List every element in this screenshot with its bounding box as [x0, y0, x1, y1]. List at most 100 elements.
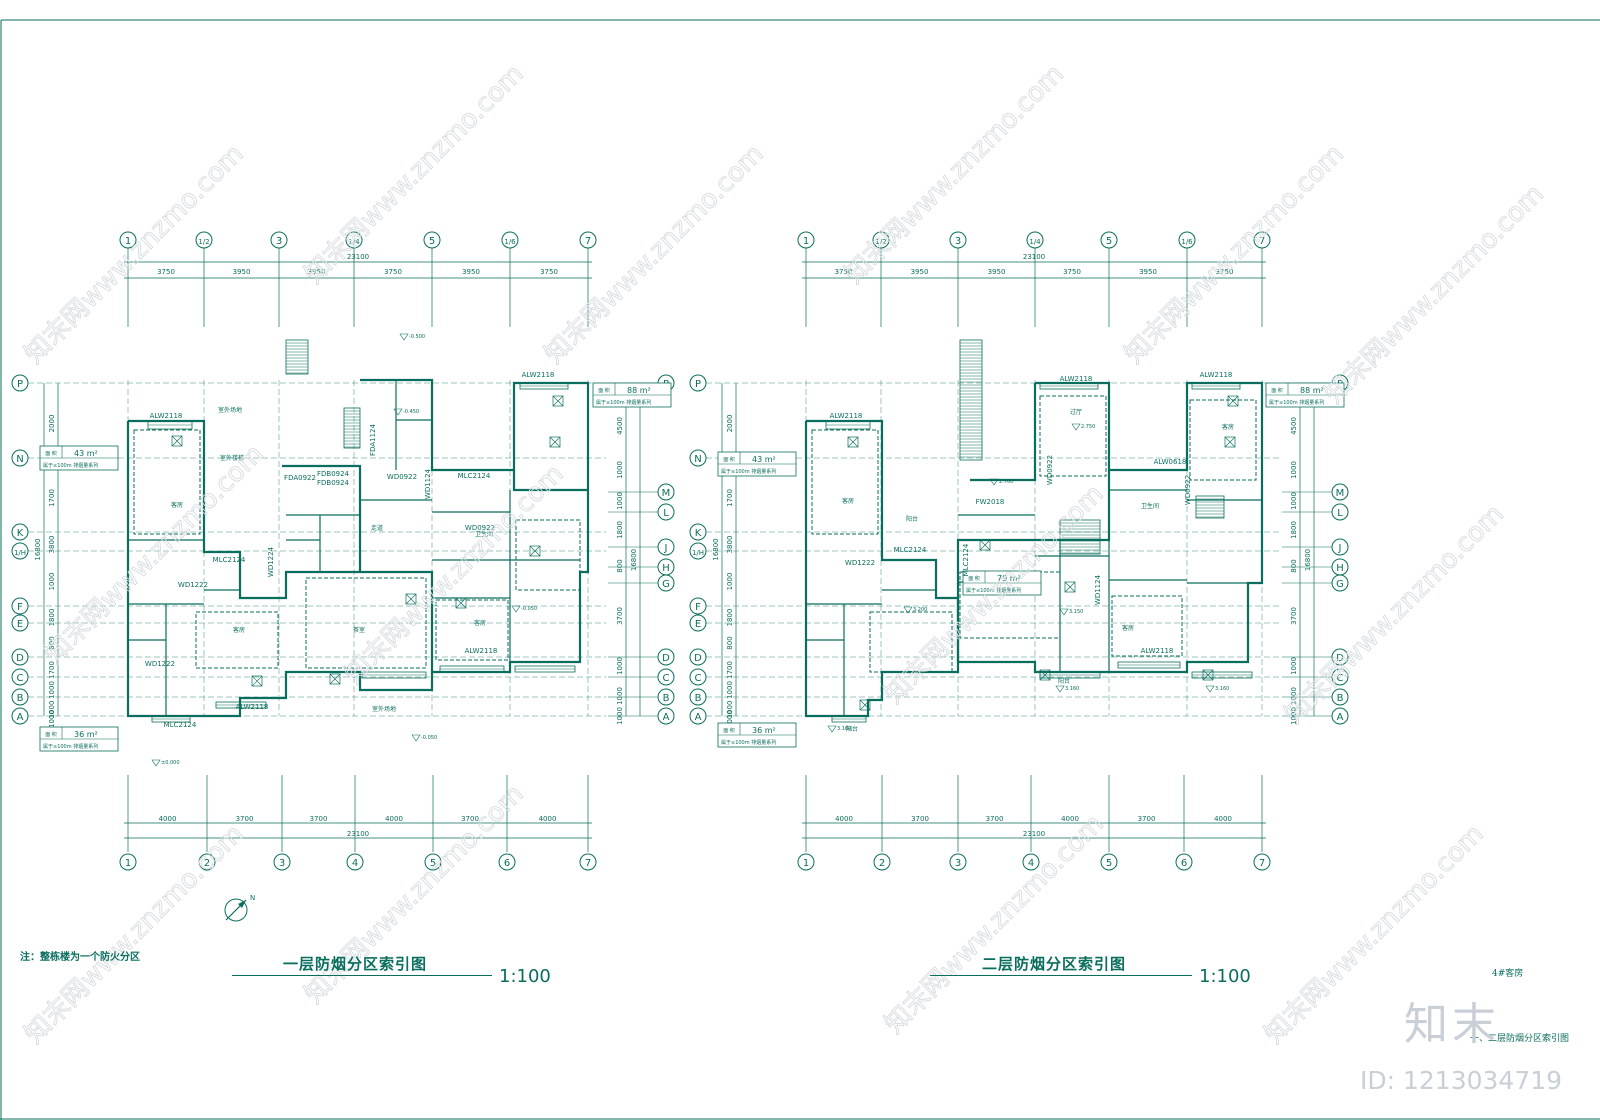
- level-value: 3.160: [1065, 686, 1079, 692]
- left-dim: 1000: [48, 681, 56, 699]
- left-axis-bubble-label: B: [17, 693, 24, 704]
- smoke-vent-cross: [1224, 436, 1236, 448]
- element-label: WD1224: [267, 546, 275, 577]
- smoke-vent-cross: [529, 545, 541, 557]
- right-dim: 800: [616, 559, 624, 572]
- bottom-axis-bubble: [949, 853, 967, 871]
- watermark-text: 知末网www.znzmo.com: [19, 819, 250, 1050]
- bottom-axis-bubble: [498, 853, 516, 871]
- smoke-vent: [455, 597, 467, 609]
- element-label: MLC2124: [894, 546, 927, 554]
- smoke-vent: [1202, 669, 1214, 681]
- bottom-axis-bubble: [424, 853, 442, 871]
- bottom-axis-bubble-label: 1: [803, 858, 809, 869]
- right-dim: 1000: [1290, 492, 1298, 510]
- area-note: 属于≤100m 排烟量系列: [1269, 399, 1324, 406]
- bottom-axis-bubble-label: 7: [1259, 858, 1265, 869]
- left-axis-bubble-label: D: [694, 653, 702, 664]
- element-label: ALW2118: [465, 647, 498, 655]
- stair: [1195, 495, 1225, 519]
- room-name: 室外场地: [372, 705, 396, 713]
- right-axis-bubble-label: B: [663, 693, 670, 704]
- top-dim: 3750: [1216, 268, 1234, 276]
- bottom-axis-bubble: [1175, 853, 1193, 871]
- top-dim: 3950: [911, 268, 929, 276]
- project-name: 4#客房: [1492, 969, 1524, 979]
- bottom-dim: 3700: [461, 815, 479, 823]
- right-dim: 1000: [1290, 707, 1298, 725]
- left-dim: 1800: [48, 609, 56, 627]
- top-axis-bubble-label: 1: [125, 236, 131, 247]
- plan1-title-underline: [232, 975, 492, 976]
- left-axis-bubble-label: F: [17, 602, 23, 613]
- plan2-title: 二层防烟分区索引图: [982, 955, 1127, 973]
- left-dim: 1000: [726, 701, 734, 719]
- right-axis-bubble-label: M: [1336, 488, 1345, 499]
- bottom-dim: 4000: [835, 815, 853, 823]
- area-value: 88 m²: [1300, 386, 1324, 395]
- smoke-vent-cross: [455, 597, 467, 609]
- area-label: 面 积: [598, 387, 610, 394]
- element-label: ALW0618: [1154, 458, 1187, 466]
- left-axis-bubble-label: E: [695, 619, 701, 630]
- overall-dim-right: 16800: [1304, 549, 1312, 571]
- bottom-axis-bubble-label: 4: [352, 858, 358, 869]
- level-mark: [1059, 608, 1069, 616]
- smoke-zone-outline: [811, 429, 879, 535]
- left-dim: 2000: [48, 415, 56, 433]
- bottom-axis-bubble: [119, 853, 137, 871]
- smoke-vent: [251, 675, 263, 687]
- area-value: 79 m²: [997, 574, 1021, 583]
- top-dim: 3750: [157, 268, 175, 276]
- left-dim: 1000: [726, 710, 734, 728]
- stair: [343, 407, 361, 449]
- bottom-axis-bubble-label: 6: [504, 858, 510, 869]
- element-label: MLC2124: [213, 556, 246, 564]
- right-dim: 1000: [616, 687, 624, 705]
- bottom-dim: 3700: [1138, 815, 1156, 823]
- area-label: 面 积: [968, 575, 980, 582]
- room-name: 客房: [474, 619, 486, 627]
- bottom-dim: 3700: [986, 815, 1004, 823]
- building-wall: [126, 419, 434, 718]
- smoke-vent-cross: [549, 436, 561, 448]
- left-dim: 3800: [48, 536, 56, 554]
- smoke-vent: [859, 699, 871, 711]
- smoke-vent: [405, 593, 417, 605]
- room-name: 卫生间: [1141, 502, 1159, 510]
- smoke-vent: [979, 539, 991, 551]
- room-name: 客房: [1222, 423, 1234, 431]
- level-mark: [903, 606, 913, 614]
- top-dim: 3750: [1063, 268, 1081, 276]
- left-axis-bubble-label: K: [695, 528, 702, 539]
- room-name: 室外楼梯: [220, 454, 244, 462]
- level-mark: [1071, 423, 1081, 431]
- top-axis-bubble-label: 1/2: [198, 238, 209, 246]
- area-value: 36 m²: [752, 726, 776, 735]
- bottom-axis-bubble-label: 3: [279, 858, 285, 869]
- level-mark: [1055, 685, 1065, 693]
- smoke-vent-cross: [405, 593, 417, 605]
- area-note: 属于≤100m 排烟量系列: [721, 468, 776, 475]
- room-name: 过厅: [1070, 408, 1082, 416]
- element-label: ALW2118: [522, 371, 555, 379]
- watermark-text: 知末网www.znzmo.com: [879, 809, 1110, 1040]
- right-axis-bubble-label: A: [663, 712, 670, 723]
- building-wall: [512, 470, 588, 492]
- area-label: 面 积: [723, 727, 735, 734]
- left-axis-bubble-label: N: [16, 454, 23, 465]
- level-value: 3.150: [1069, 609, 1083, 615]
- left-dim: 1800: [726, 609, 734, 627]
- level-mark: [1205, 685, 1215, 693]
- bottom-axis-bubble: [797, 853, 815, 871]
- brand-logo: 知末: [1404, 999, 1500, 1050]
- right-axis-bubble-label: G: [1336, 579, 1344, 590]
- right-axis-bubble-label: L: [663, 508, 669, 519]
- right-axis-bubble-label: B: [1337, 693, 1344, 704]
- element-label: WD0922: [1046, 455, 1054, 485]
- area-value: 88 m²: [627, 386, 651, 395]
- smoke-zone-outline: [1111, 595, 1183, 657]
- element-label: WD1124: [1094, 574, 1102, 605]
